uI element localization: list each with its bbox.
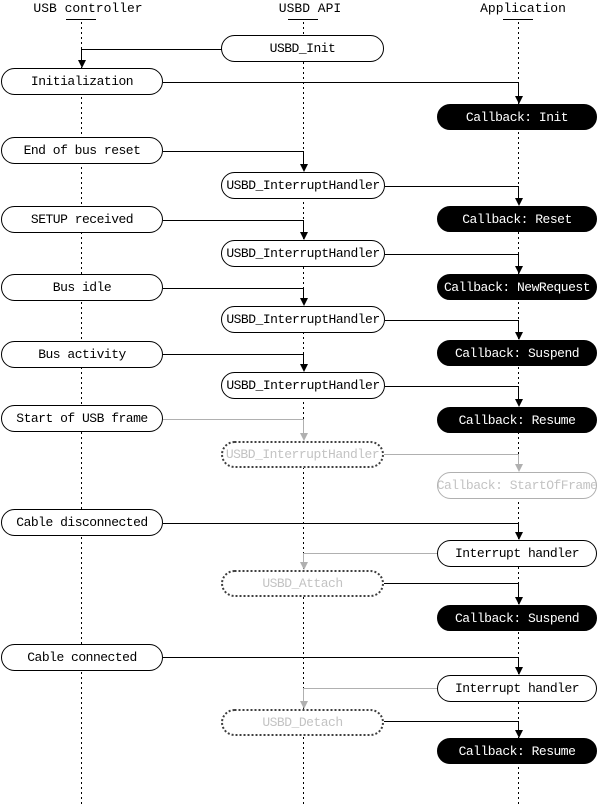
node-bus-idle: Bus idle [1,274,163,301]
connector-line [163,151,304,152]
node-usbd-interrupthandler: USBD_InterruptHandler [221,172,385,199]
node-usbd-interrupthandler: USBD_InterruptHandler [221,372,385,399]
arrowhead-down-icon [300,164,308,172]
node-usbd-interrupthandler: USBD_InterruptHandler [221,240,385,267]
arrowhead-down-icon [515,597,523,605]
connector-line [518,320,519,334]
node-usbd-interrupthandler: USBD_InterruptHandler [221,306,385,333]
connector-line [303,288,304,300]
connector-line [303,151,304,166]
connector-line [303,220,304,234]
connector-line [518,523,519,534]
connector-line [303,354,304,366]
column-header-usb-controller: USB controller [33,1,143,16]
arrowhead-down-icon [515,266,523,274]
arrowhead-down-icon [515,667,523,675]
arrowhead-down-icon [515,399,523,407]
arrowhead-down-icon [515,332,523,340]
arrowhead-down-icon [300,364,308,372]
connector-line [384,721,519,722]
node-usbd-init: USBD_Init [221,35,384,62]
column-header-application: Application [480,1,566,16]
connector-line [303,419,304,435]
node-usbd-detach: USBD_Detach [221,709,384,736]
connector-line [303,688,304,703]
connector-line [163,523,519,524]
arrowhead-down-icon [300,433,308,441]
connector-line [163,419,304,420]
connector-line [518,454,519,466]
node-callback-suspend: Callback: Suspend [437,605,597,631]
node-setup-received: SETUP received [1,206,163,233]
lifeline-head-tick [503,19,533,20]
node-cable-connected: Cable connected [1,644,163,671]
node-callback-reset: Callback: Reset [437,206,597,232]
node-end-of-bus-reset: End of bus reset [1,137,163,164]
arrowhead-down-icon [300,232,308,240]
connector-line [163,82,519,83]
node-callback-suspend: Callback: Suspend [437,340,597,366]
arrowhead-down-icon [300,562,308,570]
connector-line [163,354,304,355]
connector-line [384,454,519,455]
connector-line [81,49,222,50]
connector-line [385,186,519,187]
node-bus-activity: Bus activity [1,341,163,368]
node-interrupt-handler: Interrupt handler [437,540,597,567]
connector-line [163,657,519,658]
node-callback-resume: Callback: Resume [437,738,597,764]
arrowhead-down-icon [78,60,86,68]
node-initialization: Initialization [1,68,163,95]
connector-line [81,49,82,62]
connector-line [518,583,519,599]
connector-line [384,583,519,584]
connector-line [518,82,519,98]
node-callback-resume: Callback: Resume [437,407,597,433]
arrowhead-down-icon [515,96,523,104]
node-interrupt-handler: Interrupt handler [437,675,597,702]
arrowhead-down-icon [515,730,523,738]
connector-line [518,657,519,669]
connector-line [303,553,438,554]
arrowhead-down-icon [300,298,308,306]
connector-line [385,386,519,387]
arrowhead-down-icon [515,464,523,472]
arrowhead-down-icon [515,198,523,206]
node-cable-disconnected: Cable disconnected [1,509,163,536]
node-callback-init: Callback: Init [437,104,597,130]
connector-line [163,288,304,289]
node-usbd-interrupthandler: USBD_InterruptHandler [221,441,384,468]
connector-line [303,688,438,689]
connector-line [385,320,519,321]
arrowhead-down-icon [300,701,308,709]
lifeline-head-tick [288,19,318,20]
connector-line [385,254,519,255]
connector-line [518,254,519,268]
node-callback-startofframe: Callback: StartOfFrame [437,472,597,499]
node-callback-newrequest: Callback: NewRequest [437,274,597,300]
connector-line [163,220,304,221]
connector-line [303,553,304,564]
arrowhead-down-icon [515,532,523,540]
lifeline-head-tick [66,19,96,20]
connector-line [518,721,519,732]
connector-line [518,186,519,200]
node-usbd-attach: USBD_Attach [221,570,384,597]
node-start-of-usb-frame: Start of USB frame [1,405,163,432]
connector-line [518,386,519,401]
lifeline-usbd-api [303,22,304,804]
column-header-usbd-api: USBD API [278,1,342,16]
